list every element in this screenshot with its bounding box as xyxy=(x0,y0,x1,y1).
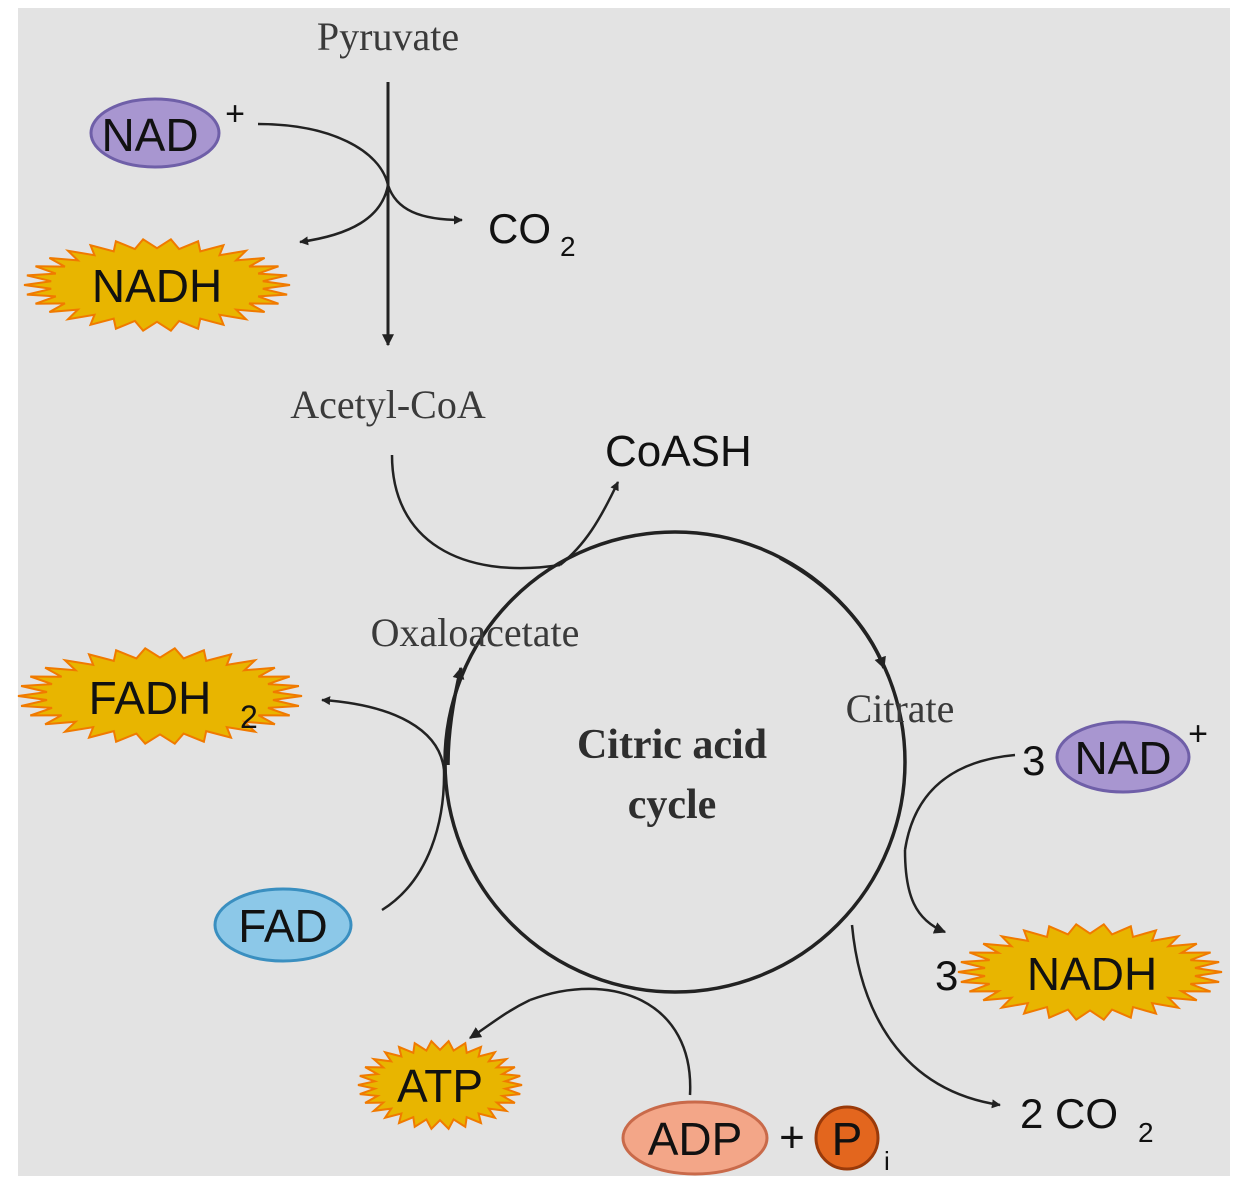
arrow-to-atp xyxy=(468,998,531,1040)
arrow-to-nadh-right xyxy=(903,849,947,934)
coash-label: CoASH xyxy=(605,427,752,476)
citrate-label: Citrate xyxy=(846,686,955,731)
nad-right-coef: 3 xyxy=(1022,737,1045,784)
co2-top-label: CO xyxy=(488,205,551,252)
acetyl-coa-label: Acetyl-CoA xyxy=(290,382,486,427)
pi-label: P xyxy=(832,1113,863,1165)
arrow-to-fadh2 xyxy=(321,696,446,771)
arrow-to-co2-top xyxy=(386,184,463,225)
acetyl-to-cycle-curve xyxy=(390,454,561,570)
adp-oval xyxy=(621,1100,769,1176)
nad-top-oval xyxy=(89,97,221,169)
nad-right-oval xyxy=(1055,720,1191,794)
fadh2-sub: 2 xyxy=(240,699,258,735)
adp-label: ADP xyxy=(648,1113,743,1165)
cycle-title-line2: cycle xyxy=(628,782,717,828)
nad-top-curve xyxy=(257,122,390,186)
nadh-right-star xyxy=(957,922,1223,1022)
nad-top-sup: + xyxy=(225,95,245,133)
cycle-circle xyxy=(443,530,907,994)
pi-circle xyxy=(814,1105,880,1171)
nad-right-sup: + xyxy=(1188,715,1208,753)
oxaloacetate-label: Oxaloacetate xyxy=(371,610,580,655)
cycle-title-line1: Citric acid xyxy=(577,722,767,768)
fadh2-label: FADH xyxy=(89,672,212,724)
adp-curve xyxy=(529,987,692,1096)
nadh-right-label: NADH xyxy=(1027,948,1157,1000)
co2-top-sub: 2 xyxy=(560,231,576,262)
atp-star xyxy=(357,1039,523,1131)
nadh-top-star xyxy=(23,237,291,333)
nad-right-label: NAD xyxy=(1074,732,1171,784)
plus-sign: + xyxy=(779,1113,805,1162)
fad-label: FAD xyxy=(238,900,327,952)
atp-label: ATP xyxy=(397,1060,483,1112)
co2-right-label: 2 CO xyxy=(1020,1090,1118,1137)
arrow-to-nadh-top xyxy=(299,184,390,246)
nadh-right-coef: 3 xyxy=(935,952,958,999)
nadh-top-label: NADH xyxy=(92,260,222,312)
co2-right-sub: 2 xyxy=(1138,1117,1154,1148)
fad-curve xyxy=(381,769,446,912)
cycle-arrow-to-citrate xyxy=(779,556,886,670)
cycle-arrow-to-oxaloacetate xyxy=(446,666,465,766)
nad-top-label: NAD xyxy=(101,109,198,161)
pi-sub: i xyxy=(884,1146,890,1176)
fad-oval xyxy=(213,887,353,963)
arrow-to-co2-right xyxy=(850,924,1001,1109)
fadh2-star xyxy=(17,646,303,746)
nad-right-curve xyxy=(903,753,1016,851)
pyruvate-label: Pyruvate xyxy=(317,14,459,59)
